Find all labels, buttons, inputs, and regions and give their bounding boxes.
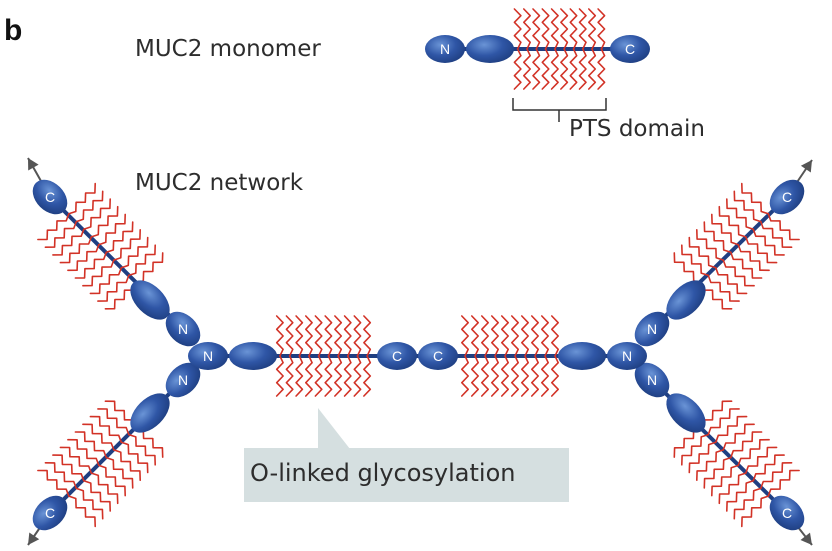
left-lower-glycans — [37, 400, 164, 528]
right-upper-n-domain-letter: N — [647, 321, 657, 337]
left-junction-n-domain: N — [188, 342, 228, 370]
left-upper-n-domain-letter: N — [178, 321, 188, 337]
pts-domain-label: PTS domain — [569, 116, 705, 142]
left-upper-c-domain-letter: C — [45, 189, 55, 205]
left-lower-c-domain-letter: C — [45, 505, 55, 521]
monomer-c-domain: C — [610, 35, 650, 63]
left-lower-n-domain: N — [165, 362, 201, 398]
right-lower-c-domain-letter: C — [782, 505, 792, 521]
center-right-d-domain — [558, 342, 606, 370]
left-upper-d-domain — [130, 280, 170, 320]
center-c-domain-2-letter: C — [433, 348, 443, 364]
glycosylation-callout-text: O-linked glycosylation — [250, 459, 516, 487]
callout-pointer — [318, 408, 350, 449]
center-c-domain-1-letter: C — [392, 348, 402, 364]
monomer-pts-glycans — [513, 8, 606, 90]
center-c-domain-2: C — [418, 342, 458, 370]
network-center-glycans-left — [275, 315, 372, 397]
right-lower-c-domain: C — [769, 495, 805, 531]
right-upper-n-domain: N — [634, 311, 670, 347]
left-lower-c-domain: C — [32, 495, 68, 531]
left-lower-n-domain-letter: N — [178, 372, 188, 388]
center-left-d-domain — [229, 342, 277, 370]
monomer-c-domain-letter: C — [625, 41, 635, 57]
right-lower-glycans — [673, 400, 800, 528]
right-junction-n-domain-letter: N — [622, 348, 632, 364]
monomer-n-domain: N — [425, 35, 465, 63]
glycosylation-callout — [244, 448, 569, 502]
right-upper-c-domain: C — [769, 179, 805, 215]
left-upper-n-domain: N — [165, 311, 201, 347]
left-junction-n-domain-letter: N — [203, 348, 213, 364]
left-upper-c-domain: C — [32, 179, 68, 215]
right-junction-n-domain: N — [607, 342, 647, 370]
panel-letter: b — [4, 14, 23, 47]
right-lower-n-domain-letter: N — [647, 372, 657, 388]
pts-bracket — [512, 98, 607, 122]
network-center-glycans-right — [461, 315, 559, 397]
network-title: MUC2 network — [135, 170, 304, 196]
monomer-title: MUC2 monomer — [135, 36, 321, 62]
right-upper-d-domain — [666, 280, 706, 320]
monomer-d-domain — [466, 35, 514, 63]
center-c-domain-1: C — [377, 342, 417, 370]
right-lower-n-domain: N — [634, 362, 670, 398]
left-upper-glycans — [37, 182, 164, 310]
right-lower-d-domain — [666, 393, 706, 433]
monomer-n-domain-letter: N — [440, 41, 450, 57]
left-lower-d-domain — [130, 393, 170, 433]
right-upper-c-domain-letter: C — [782, 189, 792, 205]
